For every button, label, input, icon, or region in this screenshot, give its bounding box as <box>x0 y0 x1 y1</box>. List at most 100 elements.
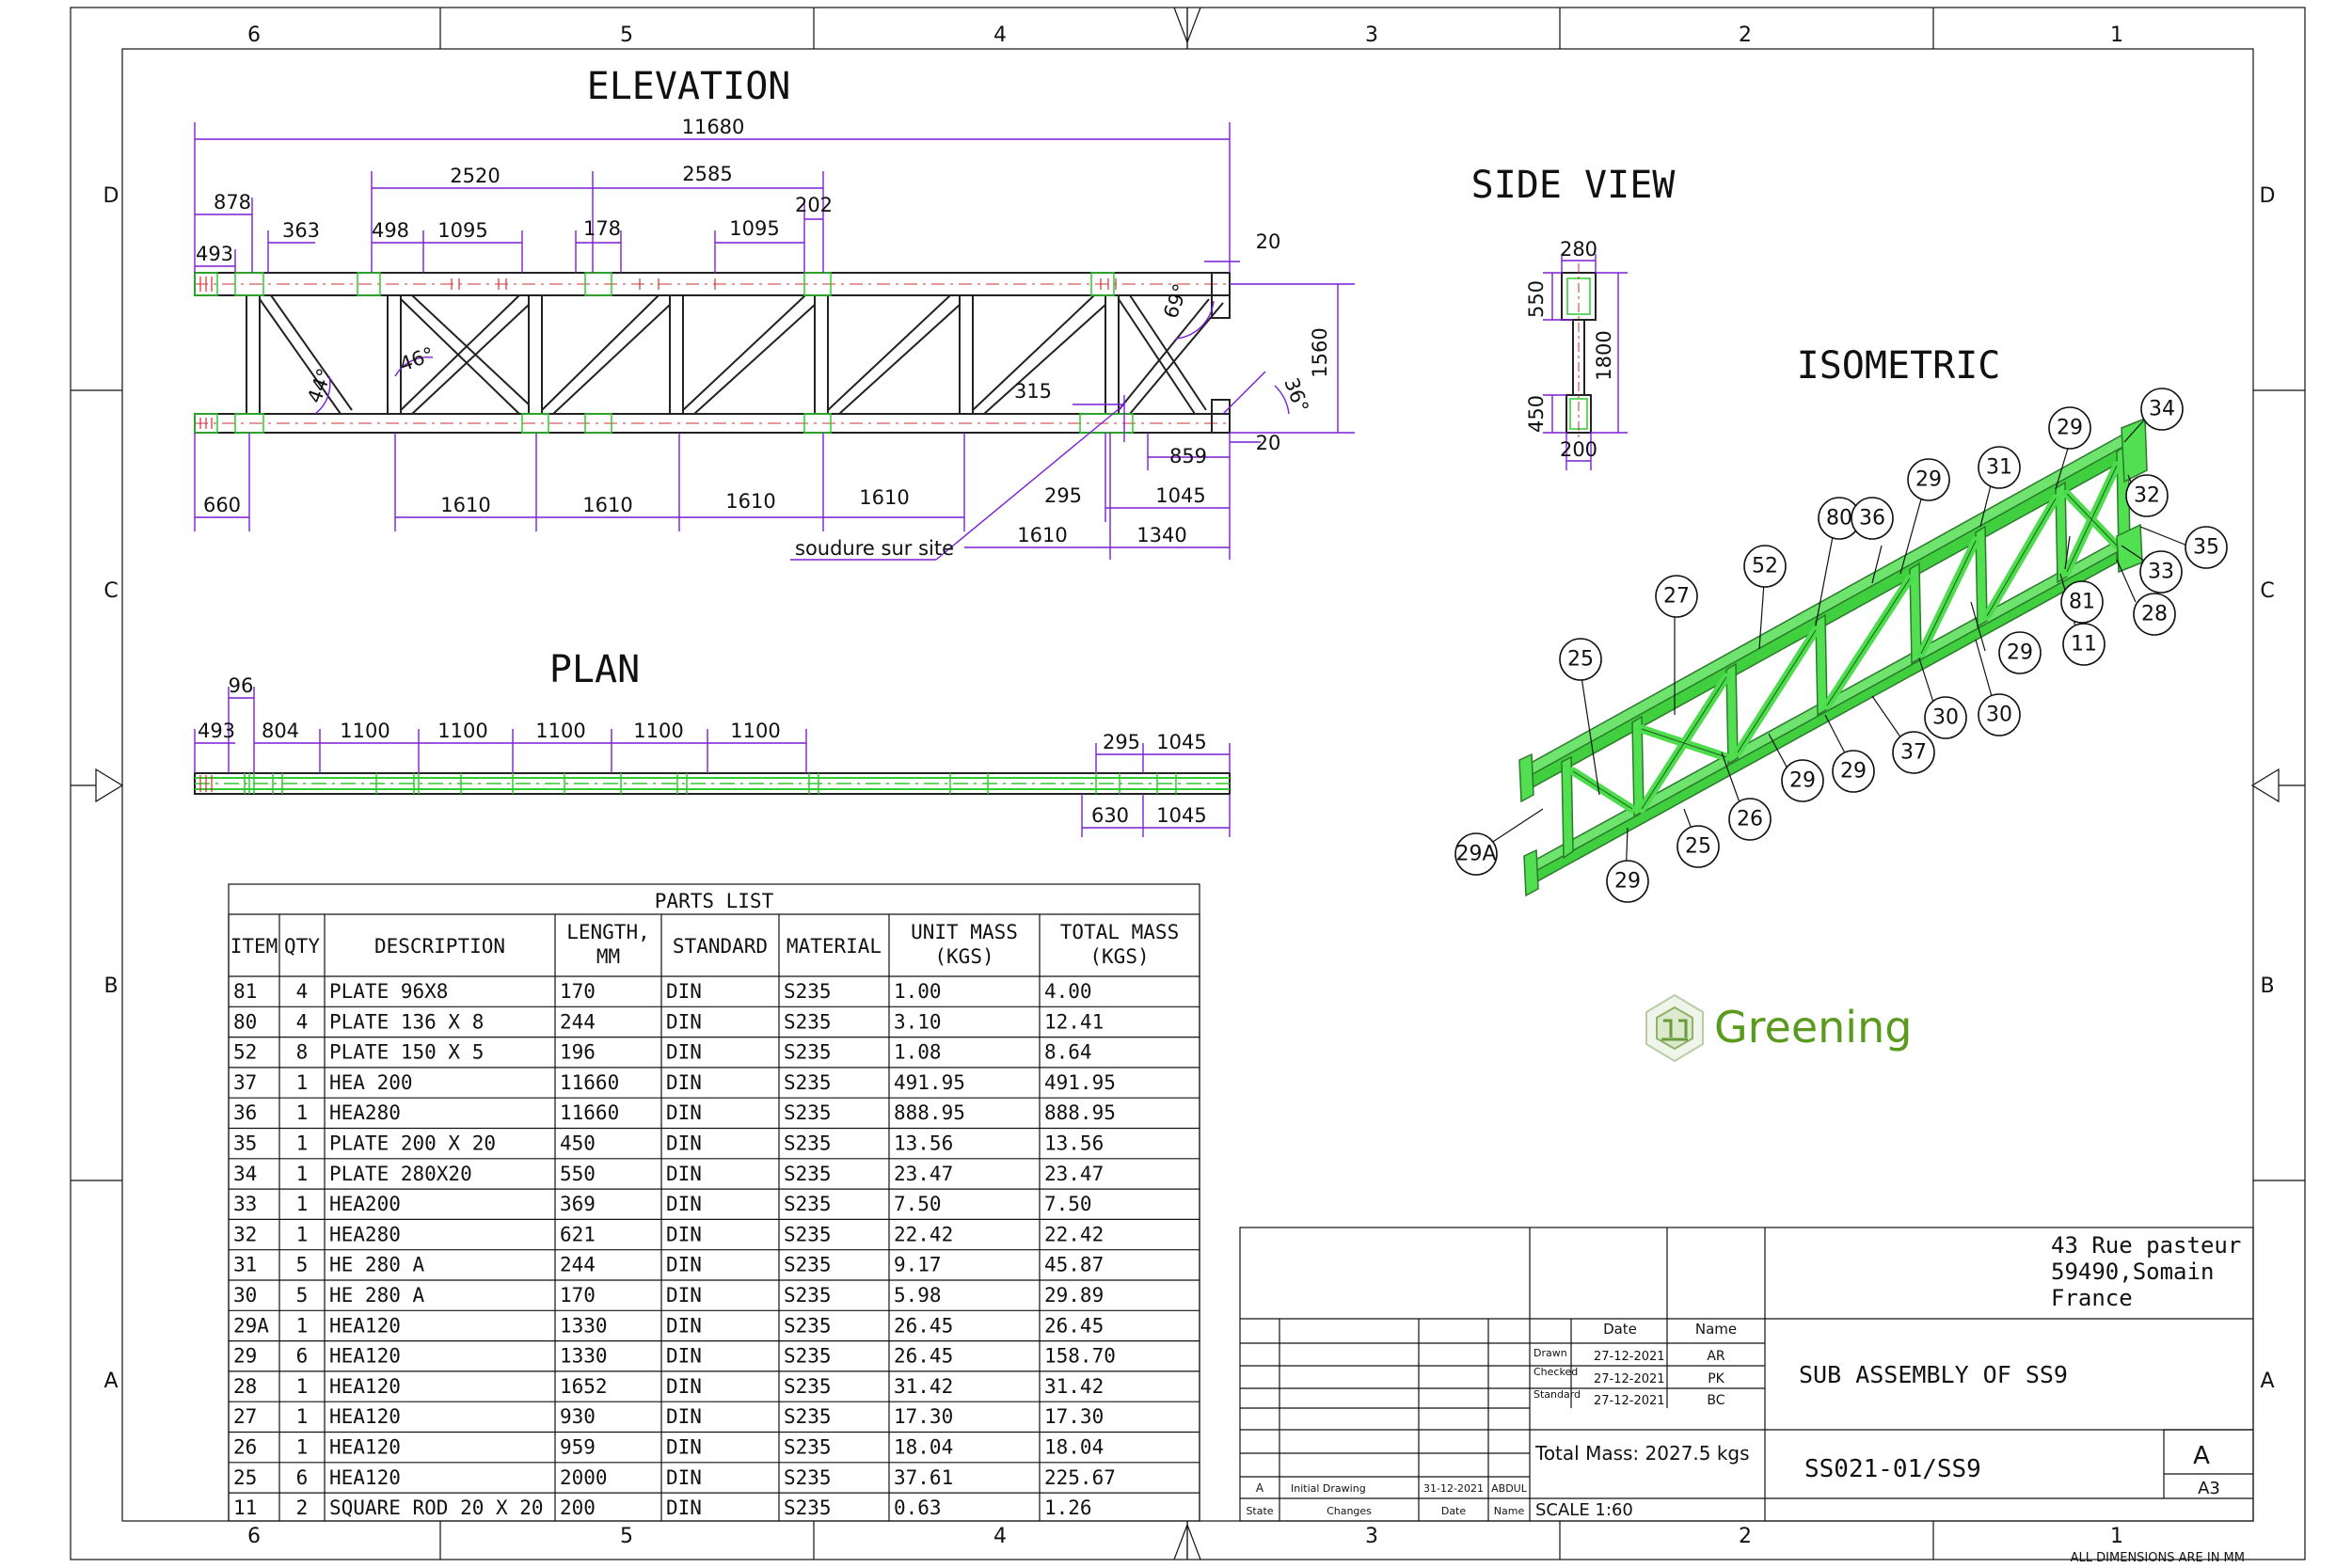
checked-label: Checked <box>1534 1366 1578 1378</box>
parts-cell: 23.47 <box>1044 1163 1104 1185</box>
parts-cell: PLATE 150 X 5 <box>329 1041 484 1064</box>
col-5-bottom: 5 <box>620 1525 633 1548</box>
balloon-item-81: 81 <box>2060 580 2104 624</box>
parts-cell: 2000 <box>560 1466 608 1489</box>
balloon-item-29: 29 <box>1832 750 1875 793</box>
parts-header-cell: UNIT MASS(KGS) <box>911 921 1018 968</box>
parts-cell: 29 <box>233 1345 257 1368</box>
parts-cell: S235 <box>784 1284 832 1307</box>
balloon-label: 30 <box>1986 704 2012 727</box>
parts-header-text: (KGS) <box>1089 945 1149 968</box>
parts-cell: 11660 <box>560 1071 619 1094</box>
row-D-right: D <box>2260 184 2276 208</box>
parts-header-cell: STANDARD <box>673 935 768 958</box>
parts-cell: 4.00 <box>1044 980 1092 1003</box>
parts-cell: 1 <box>296 1132 309 1155</box>
parts-cell: DIN <box>666 1284 702 1307</box>
parts-cell: 0.63 <box>894 1497 942 1519</box>
parts-cell: 4 <box>296 980 309 1003</box>
parts-cell: 27 <box>233 1405 257 1428</box>
border-column-labels: 6 5 4 3 2 1 6 5 4 3 2 1 <box>247 24 2123 1548</box>
dim-1095a: 1095 <box>437 219 487 242</box>
parts-header-cell: DESCRIPTION <box>374 935 505 958</box>
balloon-circle <box>2048 406 2091 450</box>
rev-date: 31-12-2021 <box>1423 1482 1484 1495</box>
parts-header-text: ITEM <box>230 935 278 958</box>
drawn-name: AR <box>1707 1349 1725 1364</box>
parts-cell: 491.95 <box>1044 1071 1116 1094</box>
side-dim-280: 280 <box>1560 238 1597 261</box>
row-A-right: A <box>2260 1370 2274 1393</box>
parts-cell: 1 <box>296 1193 309 1215</box>
drawn-date: 27-12-2021 <box>1594 1350 1665 1364</box>
balloon-label: 34 <box>2149 398 2175 421</box>
dim-1045: 1045 <box>1155 484 1205 507</box>
parts-cell: 13.56 <box>894 1132 953 1155</box>
balloon-item-25: 25 <box>1677 825 1720 868</box>
parts-cell: S235 <box>784 980 832 1003</box>
parts-cell: 26.45 <box>894 1314 953 1337</box>
parts-header-cell: ITEM <box>230 935 278 958</box>
parts-cell: 22.42 <box>1044 1223 1104 1245</box>
parts-cell: DIN <box>666 1405 702 1428</box>
standard-date: 27-12-2021 <box>1594 1394 1665 1408</box>
parts-header-text: LENGTH, <box>566 921 650 943</box>
dimension-footnote: ALL DIMENSIONS ARE IN MM <box>2071 1551 2245 1565</box>
plan-dim-1100d: 1100 <box>633 720 683 742</box>
parts-cell: S235 <box>784 1193 832 1215</box>
parts-cell: 888.95 <box>1044 1101 1116 1124</box>
parts-cell: 31.42 <box>1044 1375 1104 1398</box>
balloon-label: 29 <box>1915 468 1942 492</box>
balloon-label: 32 <box>2134 484 2160 508</box>
parts-cell: S235 <box>784 1345 832 1368</box>
dim-660: 660 <box>203 494 241 516</box>
date-header: Date <box>1603 1321 1637 1338</box>
balloon-item-29: 29 <box>1998 631 2042 674</box>
parts-cell: 34 <box>233 1163 257 1185</box>
parts-cell: DIN <box>666 1101 702 1124</box>
parts-cell: PLATE 280X20 <box>329 1163 472 1185</box>
balloon-item-26: 26 <box>1728 798 1772 841</box>
parts-cell: S235 <box>784 1497 832 1519</box>
parts-cell: 11660 <box>560 1101 619 1124</box>
balloon-circle <box>1781 759 1824 802</box>
parts-cell: HEA 200 <box>329 1071 413 1094</box>
rev-state: A <box>1256 1481 1264 1495</box>
balloon-circle <box>1454 832 1498 876</box>
parts-cell: 2 <box>296 1497 309 1519</box>
balloon-circle <box>2139 550 2183 594</box>
parts-cell: 18.04 <box>1044 1436 1104 1459</box>
parts-cell: DIN <box>666 1314 702 1337</box>
parts-cell: DIN <box>666 1466 702 1489</box>
parts-cell: 491.95 <box>894 1071 965 1094</box>
parts-cell: HEA280 <box>329 1223 401 1245</box>
parts-cell: 8 <box>296 1041 309 1064</box>
parts-cell: PLATE 200 X 20 <box>329 1132 496 1155</box>
side-view-dimensions: 280 550 1800 450 200 <box>1525 238 1628 470</box>
parts-cell: DIN <box>666 980 702 1003</box>
balloon-label: 29 <box>1840 760 1867 784</box>
dim-1095b: 1095 <box>729 217 779 240</box>
greening-logo: Greening <box>1645 993 1912 1063</box>
col-1-bottom: 1 <box>2110 1525 2123 1548</box>
parts-cell: 6 <box>296 1345 309 1368</box>
col-2-top: 2 <box>1739 24 1752 47</box>
elevation-title: ELEVATION <box>587 65 791 108</box>
side-dim-1800: 1800 <box>1593 330 1615 380</box>
parts-cell: 4 <box>296 1010 309 1033</box>
parts-cell: DIN <box>666 1010 702 1033</box>
col-6-top: 6 <box>247 24 261 47</box>
parts-cell: DIN <box>666 1132 702 1155</box>
parts-cell: 1 <box>296 1101 309 1124</box>
col-4-bottom: 4 <box>993 1525 1007 1548</box>
parts-cell: 6 <box>296 1466 309 1489</box>
plan-dim-295: 295 <box>1103 731 1140 753</box>
revision-letter: A <box>2193 1442 2210 1470</box>
parts-cell: 36 <box>233 1101 257 1124</box>
parts-cell: S235 <box>784 1405 832 1428</box>
plan-dim-493: 493 <box>198 720 235 742</box>
